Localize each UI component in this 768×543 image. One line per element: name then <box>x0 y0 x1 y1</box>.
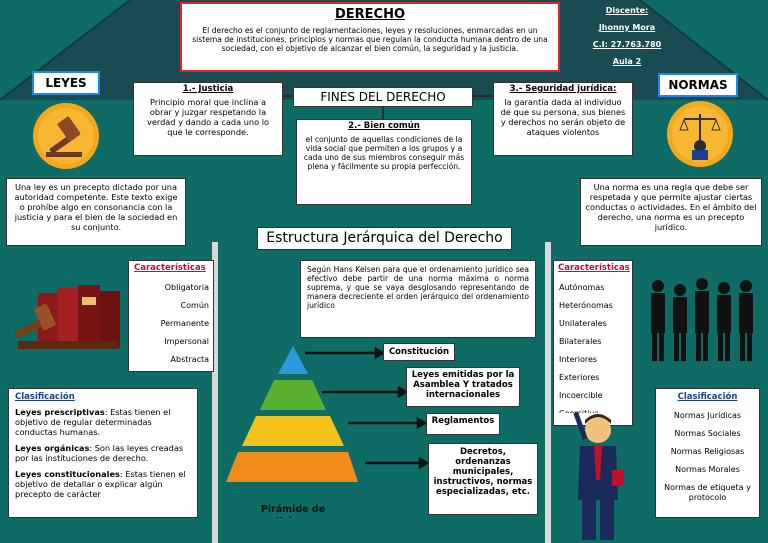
leyes-clasificacion-title: Clasificación <box>15 392 75 402</box>
leyes-char-item: Obligatoria <box>164 283 209 292</box>
law-books-icon <box>14 285 120 349</box>
normas-class-item: Normas Morales <box>675 465 740 474</box>
fin-seguridad-box: 3.- Seguridad jurídica: la garantía dada… <box>493 82 633 156</box>
leyes-class-desc: : Son las leyes creadas por las instituc… <box>15 443 184 463</box>
leyes-class-term: Leyes constitucionales <box>15 469 120 479</box>
level-decretos: Decretos, ordenanzas municipales, instru… <box>428 443 538 515</box>
normas-char-item: Coercitiva <box>559 405 632 413</box>
leyes-class-item: Leyes constitucionales: Estas tienen el … <box>15 469 191 499</box>
normas-class-item: Normas de etiqueta y protocolo <box>664 483 751 502</box>
student-line4: Aula 2 <box>612 57 642 66</box>
normas-char-item: Heterónomas <box>559 301 613 310</box>
normas-clasificacion-box: Clasificación Normas Jurídicas Normas So… <box>655 388 760 518</box>
estructura-title: Estructura Jerárquica del Derecho <box>257 227 512 250</box>
fin-seguridad-text: la garantía dada al individuo de que su … <box>500 97 626 137</box>
leyes-class-item: Leyes orgánicas: Son las leyes creadas p… <box>15 443 191 463</box>
student-line2: Jhonny Mora <box>598 23 656 32</box>
leyes-class-desc: : Estas tienen el objetivo de detallar o… <box>15 469 186 499</box>
leyes-char-item: Impersonal <box>164 337 209 346</box>
normas-class-item: Normas Religiosas <box>670 447 745 456</box>
header-text: El derecho es el conjunto de reglamentac… <box>192 26 548 53</box>
normas-definition: Una norma es una regla que debe ser resp… <box>580 178 762 246</box>
normas-char-item: Interiores <box>559 355 598 364</box>
fin-justicia-title: 1.- Justicia <box>182 84 234 94</box>
normas-caracteristicas-box: Características Autónomas Heterónomas Un… <box>553 260 633 426</box>
fin-bien-comun-title: 2.- Bien común <box>348 121 420 131</box>
normas-class-item: Normas Jurídicas <box>673 411 742 420</box>
leyes-caracteristicas-box: Características Obligatoria Común Perman… <box>128 260 214 372</box>
normas-caracteristicas-title: Características <box>558 263 630 273</box>
leyes-clasificacion-box: Clasificación Leyes prescriptivas: Estas… <box>8 388 198 518</box>
leyes-char-item: Permanente <box>160 319 209 328</box>
page-title: DERECHO <box>334 7 406 22</box>
student-line3: C.I: 27.763.780 <box>592 40 662 49</box>
normas-char-item: Exteriores <box>559 373 600 382</box>
fin-bien-comun-box: 2.- Bien común el conjunto de aquellas c… <box>296 119 472 205</box>
gavel-icon <box>33 103 99 169</box>
fines-title: FINES DEL DERECHO <box>293 87 473 107</box>
kelsen-pyramid <box>226 346 358 482</box>
fin-justicia-box: 1.- Justicia Principio moral que inclina… <box>133 82 283 156</box>
normas-char-item: Unilaterales <box>559 319 607 328</box>
normas-clasificacion-title: Clasificación <box>677 392 738 402</box>
normas-char-item: Autónomas <box>559 283 605 292</box>
fin-justicia-text: Principio moral que inclina a obrar y ju… <box>146 97 269 137</box>
student-line1: Discente: <box>605 6 649 15</box>
leyes-title: LEYES <box>32 71 100 95</box>
leyes-class-item: Leyes prescriptivas: Estas tienen el obj… <box>15 407 191 437</box>
businessman-icon <box>573 411 624 540</box>
leyes-char-item: Común <box>180 301 209 310</box>
normas-char-item: Incoercible <box>559 391 603 400</box>
student-info: Discente: Jhonny Mora C.I: 27.763.780 Au… <box>582 6 672 66</box>
leyes-class-desc: : Estas tienen el objetivo de regular de… <box>15 407 171 437</box>
level-constitucion: Constitución <box>383 343 455 361</box>
level-reglamentos: Reglamentos <box>426 413 500 435</box>
fin-bien-comun-text: el conjunto de aquellas condiciones de l… <box>303 135 465 171</box>
leyes-definition: Una ley es un precepto dictado por una a… <box>6 178 186 246</box>
leyes-caracteristicas-title: Características <box>134 263 206 273</box>
header-box: DERECHO El derecho es el conjunto de reg… <box>180 2 560 72</box>
people-silhouette-icon <box>651 278 753 361</box>
level-leyes: Leyes emitidas por la Asamblea Y tratado… <box>406 367 520 407</box>
fin-seguridad-title: 3.- Seguridad jurídica: <box>509 84 617 94</box>
leyes-class-term: Leyes prescriptivas <box>15 407 105 417</box>
leyes-char-item: Abstracta <box>170 355 209 364</box>
estructura-text: Según Hans Kelsen para que el ordenamien… <box>300 260 536 338</box>
pyramid-label: Pirámide de Kelsen <box>260 504 326 518</box>
normas-title: NORMAS <box>658 73 738 97</box>
leyes-class-term: Leyes orgánicas <box>15 443 90 453</box>
justice-scale-icon <box>667 101 733 167</box>
normas-class-item: Normas Sociales <box>674 429 741 438</box>
normas-char-item: Bilaterales <box>559 337 602 346</box>
